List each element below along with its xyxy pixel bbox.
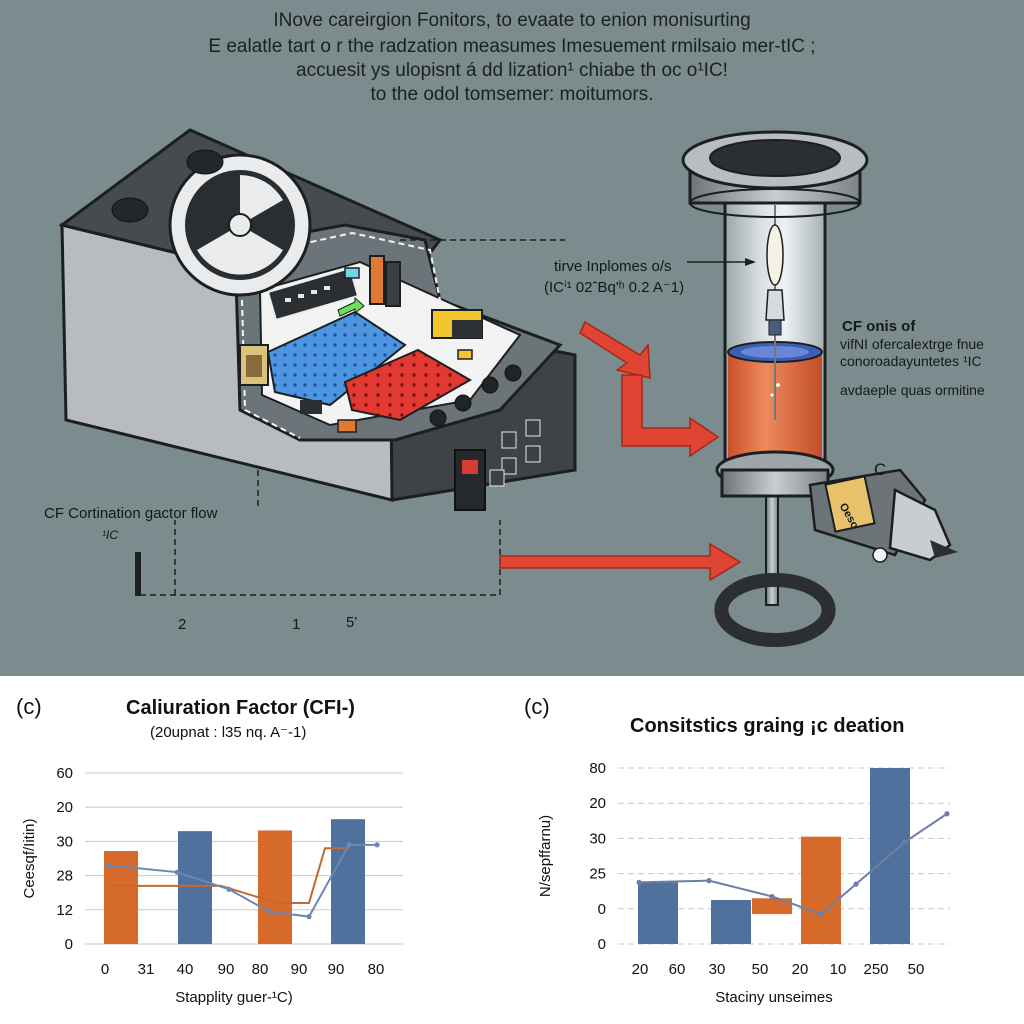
x-tick-label: 30 (709, 961, 726, 978)
bar (178, 831, 212, 944)
x-tick-label: 90 (218, 961, 235, 978)
x-axis-label: Staciny unseimes (715, 989, 833, 1006)
x-tick-label: 90 (291, 961, 308, 978)
header-line-1: INove careirgion Fonitors, to evaate to … (273, 10, 751, 31)
y-tick-label: 12 (56, 902, 73, 919)
x-tick-label: 50 (752, 961, 769, 978)
side-vial (808, 468, 958, 563)
y-tick-label: 20 (56, 799, 73, 816)
line-point (902, 839, 908, 845)
x-tick-label: 90 (328, 961, 345, 978)
line-point (306, 914, 312, 920)
bar (638, 882, 678, 944)
line-point (226, 886, 232, 892)
bar (752, 898, 792, 915)
flow-label: CF Cortination gactor flow (44, 505, 218, 522)
y-tick-label: 0 (598, 936, 606, 953)
axis-label-1: 1 (292, 616, 301, 633)
line-point (944, 811, 950, 817)
line-point (853, 881, 859, 887)
illustration-panel (0, 0, 1024, 676)
y-tick-label: 30 (56, 833, 73, 850)
inlet-label: tirve Inplomes o/s (554, 258, 672, 275)
x-tick-label: 10 (830, 961, 847, 978)
bar (258, 830, 292, 944)
axis-label-5: 5' (346, 614, 358, 631)
level-bar-icon (135, 552, 141, 596)
x-tick-label: 250 (863, 961, 888, 978)
inlet-value-label: (ICⁱ¹ 02ˆBq'ʰ 0.2 A⁻1) (544, 279, 685, 296)
x-tick-label: 80 (252, 961, 269, 978)
measurement-tube (681, 130, 958, 647)
x-tick-label: 60 (669, 961, 686, 978)
line-point (374, 842, 380, 848)
bar (331, 819, 365, 944)
header-line-2: E ealatle tart o r the radzation measume… (208, 36, 816, 57)
chart1-panel-letter: (c) (16, 694, 42, 719)
line-point (266, 908, 272, 915)
x-axis-label: Stapplity guer-¹C) (175, 989, 293, 1006)
trend-line-orange (113, 847, 349, 904)
x-tick-label: 0 (101, 961, 109, 978)
axis-label-2: 2 (178, 616, 187, 633)
cf-line-3: avdaeple quas ormitine (840, 382, 985, 398)
cf-title-label: CF onis of (842, 318, 916, 335)
chart1-subtitle: (20upnat : l35 nq. A⁻-1) (150, 724, 307, 741)
dashed-connectors (140, 239, 565, 596)
x-tick-label: 40 (177, 961, 194, 978)
line-point (706, 878, 712, 884)
x-tick-label: 80 (368, 961, 385, 978)
y-tick-label: 25 (589, 866, 606, 883)
x-tick-label: 20 (632, 961, 649, 978)
cf-line-1: vifNI ofercalextrge fnue (840, 336, 984, 352)
bar (711, 900, 751, 944)
y-tick-label: 30 (589, 830, 606, 847)
line-point (818, 911, 824, 917)
header-line-4: to the odol tomsemer: moitumors. (370, 84, 654, 105)
flow-arrows (499, 320, 742, 582)
chart1-title: Caliuration Factor (CFI-) (126, 697, 355, 719)
y-tick-label: 0 (65, 936, 73, 953)
y-tick-label: 60 (56, 765, 73, 782)
y-axis-label: N/sepffarnu) (537, 815, 554, 897)
x-tick-label: 20 (792, 961, 809, 978)
line-point (174, 869, 180, 875)
x-tick-label: 31 (138, 961, 155, 978)
y-tick-label: 20 (589, 795, 606, 812)
line-point (106, 862, 112, 868)
y-axis-label: Ceesqf/Iitin) (21, 818, 38, 898)
c-mark-label: C (874, 460, 887, 479)
chart2-title: Consitstics graing ¡c deation (630, 715, 905, 737)
bar (801, 836, 841, 944)
flow-sub-label: ¹IC (102, 528, 118, 542)
y-tick-label: 80 (589, 760, 606, 777)
x-tick-label: 50 (908, 961, 925, 978)
cf-line-2: conoroadayuntetes ¹IC (840, 353, 982, 369)
y-tick-label: 0 (598, 901, 606, 918)
line-point (636, 879, 642, 886)
header-line-3: accuesit ys ulopisnt á dd lization¹ chia… (296, 60, 728, 81)
detector-box (58, 128, 577, 511)
y-tick-label: 28 (56, 868, 73, 885)
chart2-panel-letter: (c) (524, 694, 550, 719)
line-point (346, 842, 352, 848)
line-point (769, 893, 775, 900)
